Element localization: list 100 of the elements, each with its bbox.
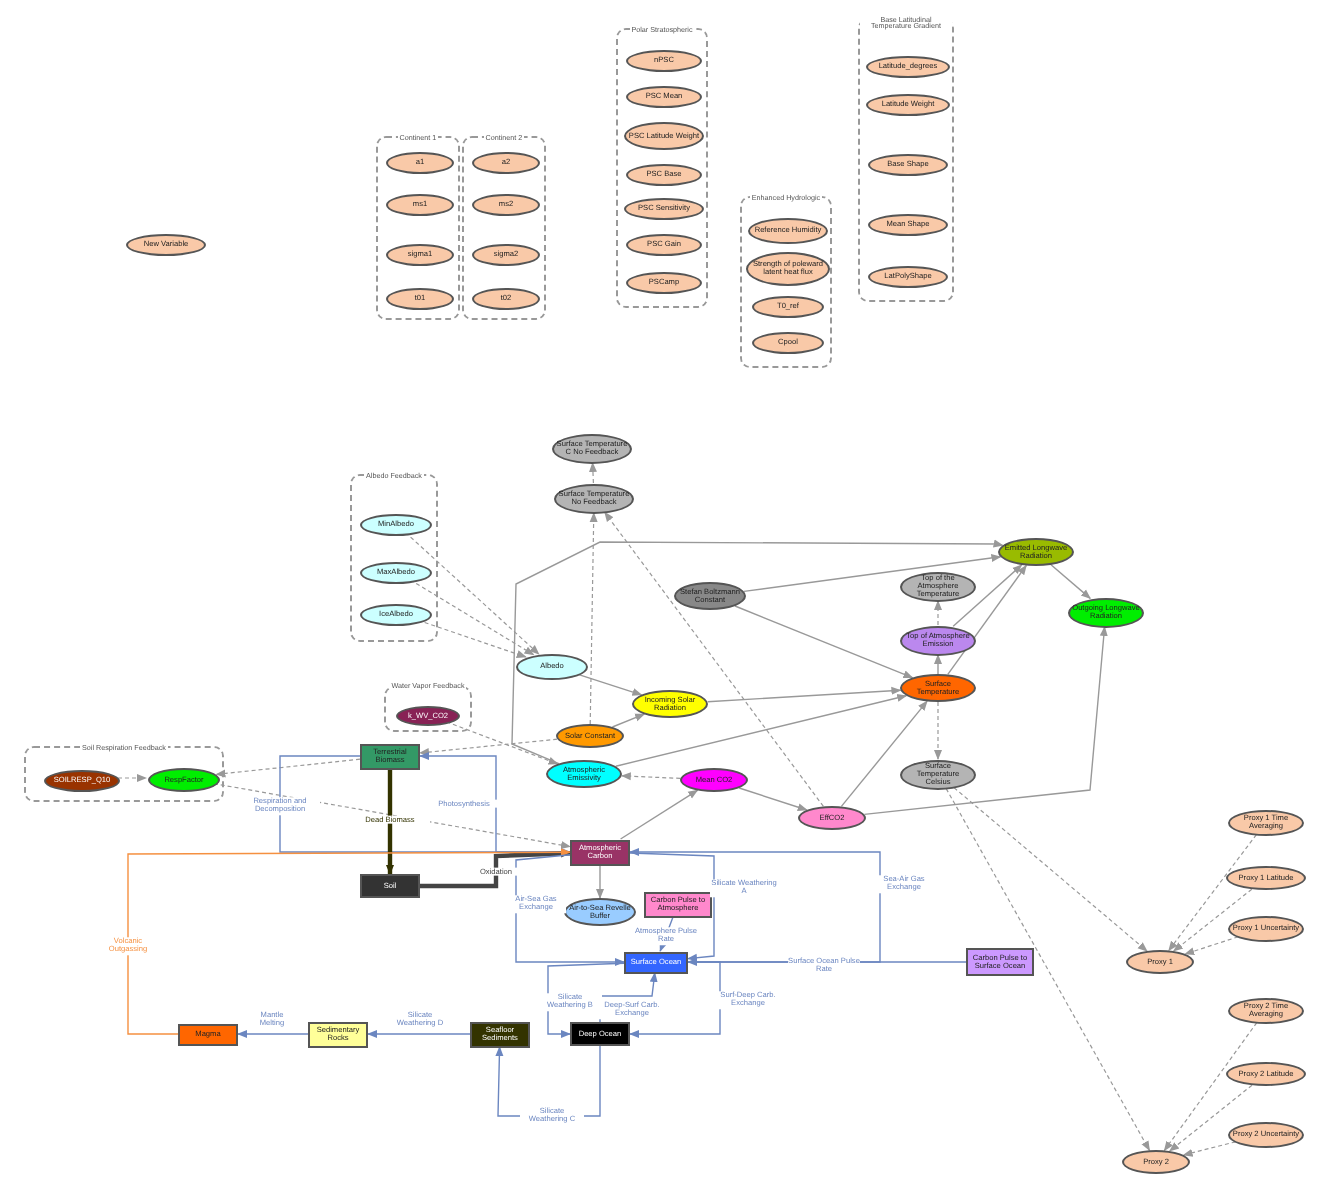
variable-ellipse: [1226, 1062, 1306, 1086]
variable-ellipse: [1122, 1150, 1190, 1174]
arrow: [615, 694, 908, 767]
arrow: [1173, 888, 1253, 952]
variable-ellipse: [564, 898, 636, 926]
group-frame: [376, 136, 460, 320]
group-frame: [740, 196, 832, 368]
arrow: [934, 701, 942, 760]
variable-ellipse: [674, 582, 746, 610]
arrow: [419, 738, 558, 757]
variable-ellipse: [626, 271, 702, 293]
variable-ellipse: [798, 806, 866, 830]
variable-ellipse: [556, 724, 624, 748]
variable-ellipse: [386, 151, 454, 173]
arrow: [420, 849, 571, 889]
variable-ellipse: [626, 233, 702, 255]
variable-ellipse: [626, 85, 702, 107]
group-frame: [858, 18, 954, 302]
variable-ellipse: [998, 538, 1074, 566]
variable-ellipse: [1228, 809, 1304, 835]
variable-ellipse: [1126, 950, 1194, 974]
arrow: [127, 848, 571, 1035]
stock-box: [966, 948, 1034, 976]
variable-ellipse: [472, 151, 540, 173]
variable-ellipse: [900, 625, 976, 655]
variable-ellipse: [472, 193, 540, 215]
variable-ellipse: [386, 287, 454, 309]
variable-ellipse: [866, 55, 950, 77]
arrow: [734, 605, 914, 679]
arrow: [588, 462, 597, 484]
stock-box: [178, 1023, 238, 1045]
variable-ellipse: [386, 243, 454, 265]
arrow: [629, 852, 715, 962]
arrow: [620, 772, 681, 781]
arrow: [952, 564, 1023, 627]
arrow: [945, 788, 1150, 1152]
arrow: [629, 961, 721, 1038]
stock-box: [360, 743, 420, 769]
variable-ellipse: [516, 653, 588, 679]
group-frame: [350, 474, 438, 642]
arrow: [1163, 1022, 1258, 1152]
arrow: [934, 600, 942, 626]
arrow: [215, 758, 361, 778]
arrow: [738, 787, 808, 811]
variable-ellipse: [360, 603, 432, 625]
stock-box: [470, 1021, 530, 1047]
arrow: [934, 654, 942, 675]
variable-ellipse: [626, 49, 702, 71]
variable-ellipse: [680, 768, 748, 792]
arrow: [367, 1030, 471, 1038]
arrow: [1168, 834, 1257, 952]
variable-ellipse: [626, 163, 702, 185]
arrow: [604, 511, 824, 807]
variable-ellipse: [866, 93, 950, 115]
variable-ellipse: [1228, 997, 1304, 1023]
arrow: [611, 713, 646, 728]
arrow: [619, 789, 699, 840]
variable-ellipse: [360, 513, 432, 535]
arrow: [279, 755, 571, 856]
variable-ellipse: [44, 769, 120, 791]
variable-ellipse: [386, 193, 454, 215]
arrow: [1169, 1084, 1253, 1152]
stock-box: [570, 839, 630, 865]
variable-ellipse: [546, 760, 622, 788]
variable-ellipse: [1228, 1121, 1304, 1147]
arrow: [515, 854, 625, 966]
group-frame: [616, 28, 708, 308]
group-frame: [384, 685, 472, 731]
arrow: [404, 531, 540, 655]
variable-ellipse: [632, 690, 708, 718]
variable-ellipse: [1226, 866, 1306, 890]
variable-ellipse: [552, 433, 632, 463]
variable-ellipse: [868, 265, 948, 287]
variable-ellipse: [126, 233, 206, 255]
group-frame: [24, 746, 224, 802]
variable-ellipse: [554, 483, 634, 513]
arrow: [863, 626, 1108, 816]
arrow: [386, 769, 394, 875]
arrow: [840, 700, 928, 808]
arrow: [596, 864, 604, 899]
variable-ellipse: [748, 217, 828, 243]
variable-ellipse: [868, 153, 948, 175]
variable-ellipse: [900, 571, 976, 601]
variable-ellipse: [624, 122, 704, 150]
arrow: [589, 512, 598, 725]
variable-ellipse: [752, 331, 824, 353]
stock-box: [308, 1021, 368, 1047]
stock-box: [624, 951, 688, 973]
variable-ellipse: [752, 295, 824, 317]
stock-box: [360, 874, 420, 898]
arrow: [743, 554, 1002, 593]
arrow: [511, 539, 1004, 765]
variable-ellipse: [360, 561, 432, 583]
arrow: [953, 787, 1148, 952]
variable-ellipse: [1068, 597, 1144, 627]
variable-ellipse: [900, 674, 976, 702]
variable-ellipse: [746, 251, 830, 285]
variable-ellipse: [1228, 915, 1304, 941]
variable-ellipse: [472, 287, 540, 309]
variable-ellipse: [868, 213, 948, 235]
